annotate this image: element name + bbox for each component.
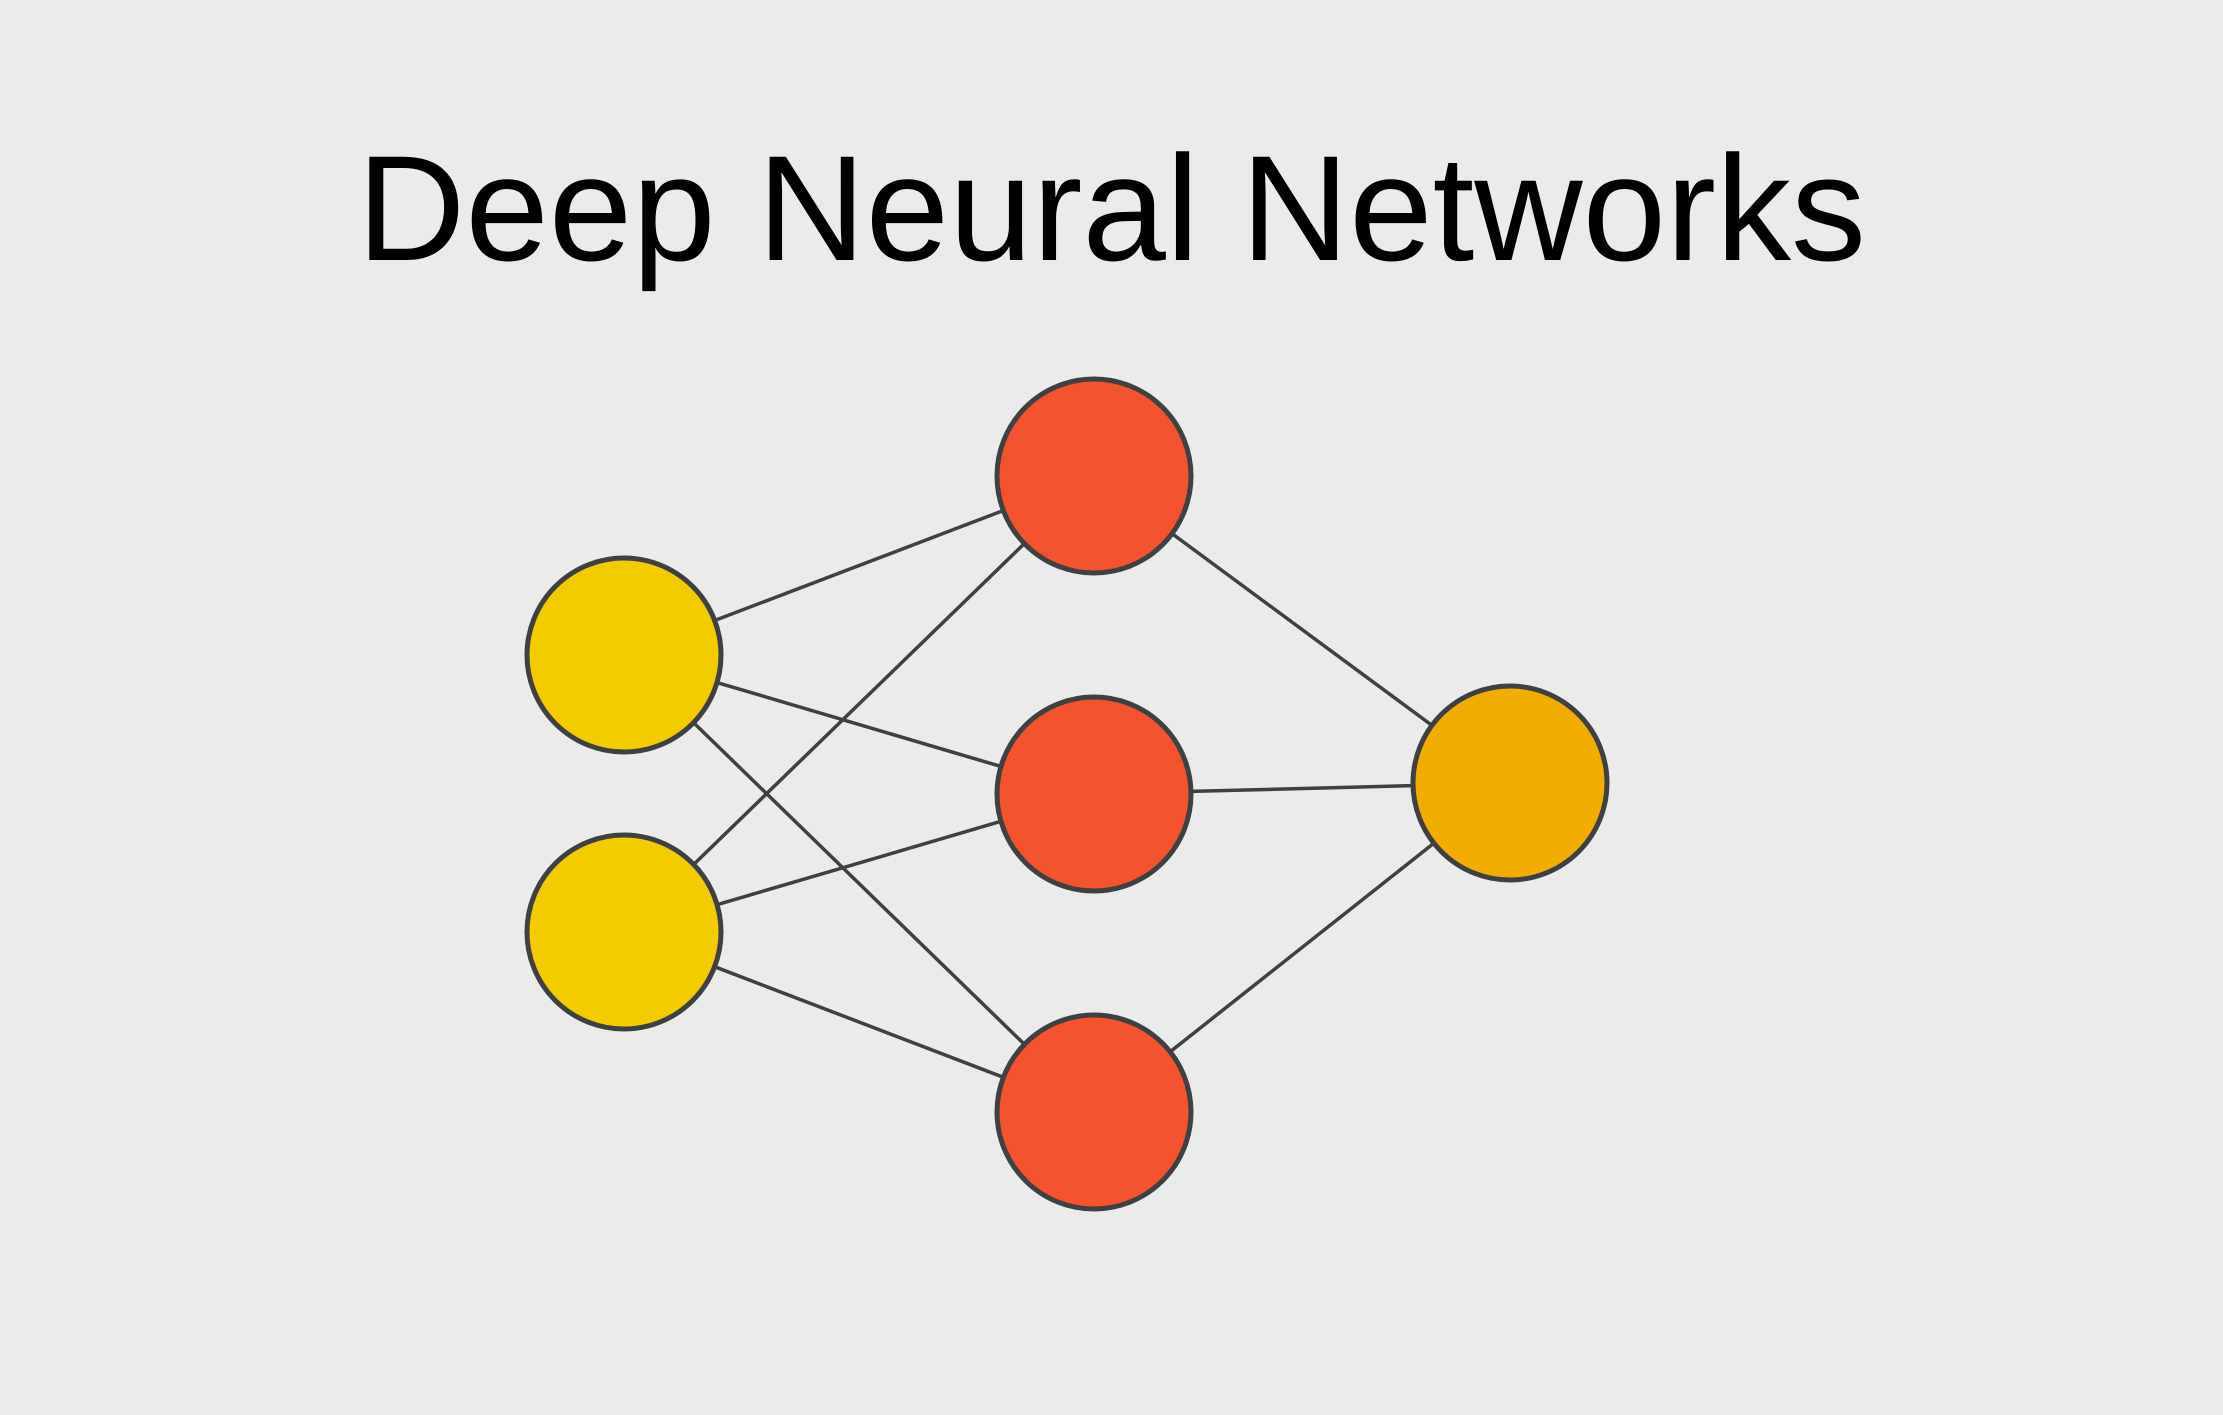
connection-hidden-3-to-output-1 xyxy=(1168,841,1436,1054)
hidden-node-3 xyxy=(994,1012,1194,1212)
connection-input-2-to-hidden-3 xyxy=(713,965,1005,1079)
input-node-2 xyxy=(524,832,724,1032)
connection-input-1-to-hidden-1 xyxy=(714,508,1004,623)
hidden-node-1 xyxy=(994,376,1194,576)
connection-hidden-1-to-output-1 xyxy=(1171,532,1433,727)
output-node-1 xyxy=(1410,683,1610,883)
nodes-group xyxy=(524,376,1610,1212)
connection-hidden-2-to-output-1 xyxy=(1190,783,1414,794)
diagram-title: Deep Neural Networks xyxy=(357,124,1866,292)
connection-input-1-to-hidden-3 xyxy=(692,721,1026,1046)
connection-input-2-to-hidden-2 xyxy=(716,819,1002,907)
input-node-1 xyxy=(524,555,724,755)
hidden-node-2 xyxy=(994,694,1194,894)
connection-input-1-to-hidden-2 xyxy=(716,680,1002,769)
connection-input-2-to-hidden-1 xyxy=(692,542,1026,866)
connections-group xyxy=(692,508,1436,1079)
